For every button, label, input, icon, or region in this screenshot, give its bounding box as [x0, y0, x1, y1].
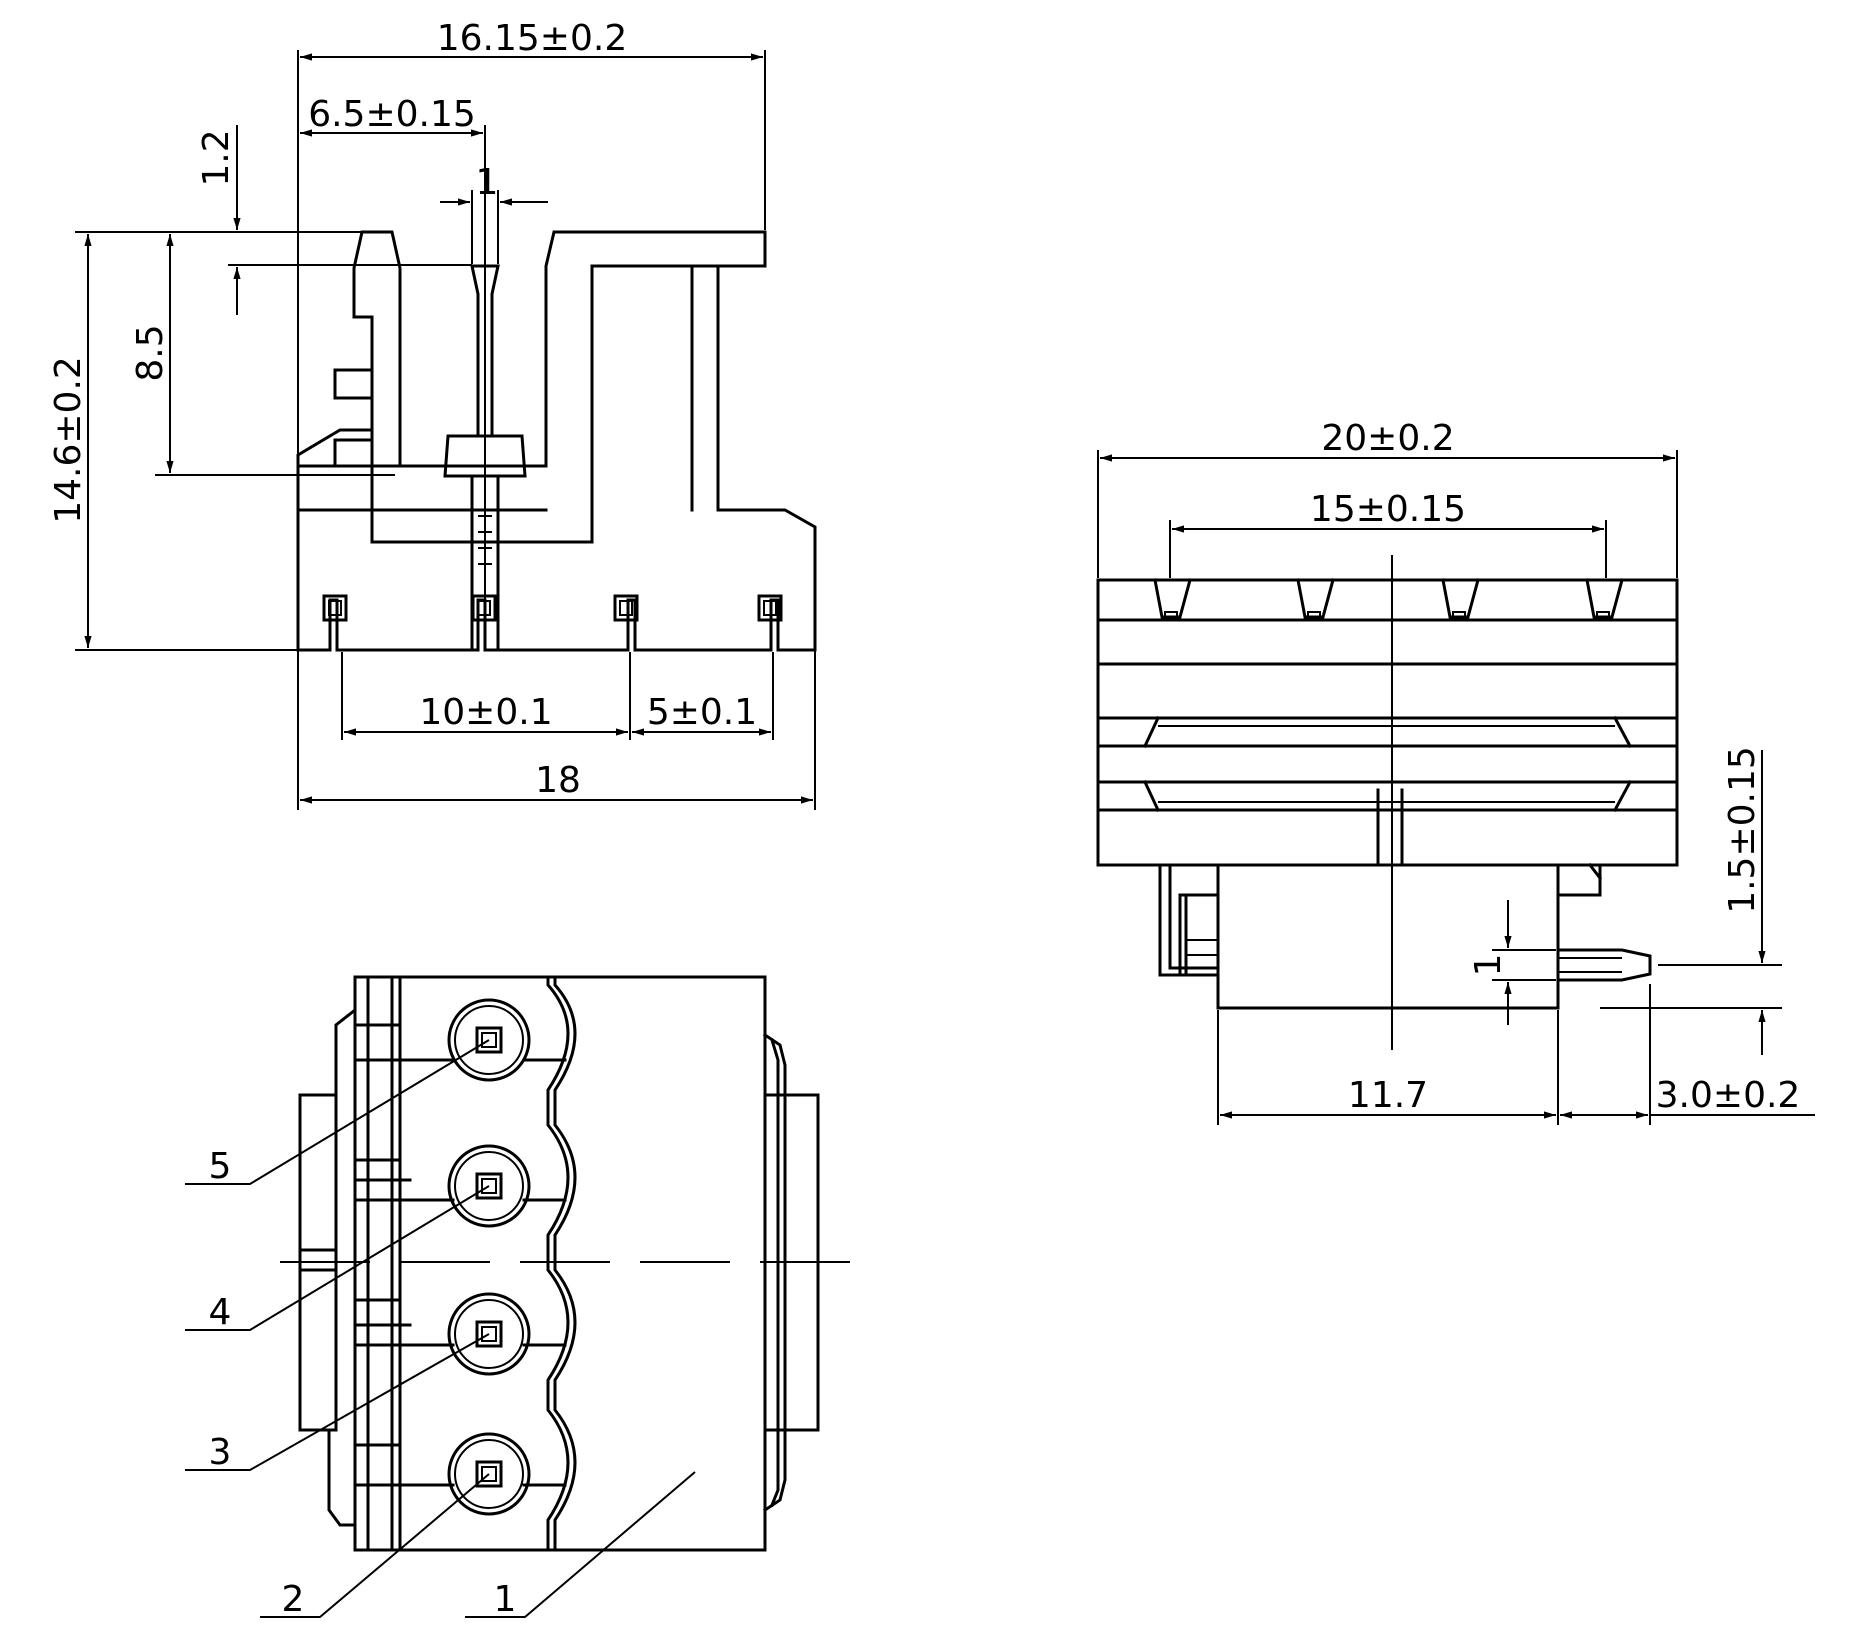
callout-3: 3 [209, 1432, 232, 1473]
dim-height-total: 14.6±0.2 [48, 356, 89, 524]
dim-front-body-width: 11.7 [1348, 1075, 1428, 1116]
callout-2: 2 [282, 1579, 305, 1620]
front-view: 20±0.2 15±0.15 1.5±0.15 1 11.7 3.0±0.2 [1096, 418, 1815, 1125]
top-view: 5 4 3 2 1 [185, 975, 855, 1620]
dim-pin-offset: 6.5±0.15 [308, 94, 476, 135]
callout-5: 5 [209, 1146, 232, 1187]
dim-front-pin-protrusion: 3.0±0.2 [1656, 1075, 1801, 1116]
dim-pitch-10: 10±0.1 [419, 692, 552, 733]
callout-1: 1 [494, 1579, 517, 1620]
dim-overall-width: 16.15±0.2 [437, 18, 627, 59]
dim-pitch-5: 5±0.1 [647, 692, 757, 733]
side-view: 16.15±0.2 6.5±0.15 1 1.2 8.5 14.6±0.2 10… [48, 18, 817, 810]
dim-front-pin-thickness: 1 [1468, 954, 1509, 977]
callout-4: 4 [209, 1292, 232, 1333]
dim-pin-top: 1.2 [196, 129, 237, 186]
dim-front-pin-span: 15±0.15 [1310, 489, 1466, 530]
dim-height-inner: 8.5 [130, 324, 171, 381]
dim-pin-width: 1 [476, 162, 499, 203]
dim-front-overall-width: 20±0.2 [1321, 418, 1454, 459]
dim-front-pin-height: 1.5±0.15 [1722, 746, 1763, 914]
dim-base-width: 18 [535, 760, 581, 801]
